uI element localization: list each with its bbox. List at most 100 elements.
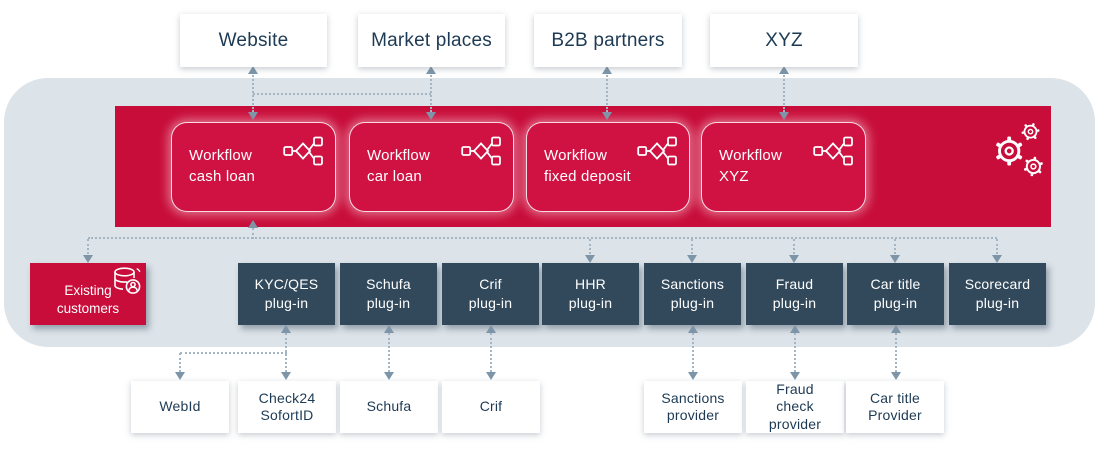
existing-customers-box: Existing customers xyxy=(30,263,146,325)
plugin-box-kyc-qes: KYC/QES plug-in xyxy=(238,263,335,325)
connector-b2b-fixeddeposit xyxy=(606,72,608,112)
provider-label: Sanctions provider xyxy=(661,389,725,423)
provider-label: Fraud check provider xyxy=(768,381,822,432)
workflow-icon xyxy=(461,136,501,166)
plugin-box-schufa: Schufa plug-in xyxy=(340,263,437,325)
arrowhead-down xyxy=(687,255,697,263)
connector-drop-fraud xyxy=(793,239,795,254)
connector-band-stub xyxy=(252,228,254,239)
connector-kyc-webid-branch xyxy=(180,352,287,354)
workflow-icon xyxy=(813,136,853,166)
plugin-label: Car title plug-in xyxy=(870,276,921,311)
connector-market-carloan xyxy=(430,72,432,112)
connector-xyz-workflowxyz xyxy=(783,72,785,112)
plugin-box-car-title: Car title plug-in xyxy=(847,263,944,325)
arrowhead-down xyxy=(779,112,789,120)
workflow-box-cash-loan: Workflow cash loan xyxy=(171,122,336,212)
provider-box-schufa: Schufa xyxy=(340,381,438,433)
provider-box-car-title-provider: Car title Provider xyxy=(846,381,944,433)
provider-box-webid: WebId xyxy=(131,381,229,433)
arrowhead-up xyxy=(891,325,901,333)
provider-box-check24-sofortid: Check24 SofortID xyxy=(238,381,336,433)
existing-customers-label: Existing customers xyxy=(56,282,120,316)
connector-drop-existing xyxy=(87,239,89,254)
arrowhead-up xyxy=(486,325,496,333)
connector-webid-drop xyxy=(179,353,181,372)
gears-icon xyxy=(984,120,1046,182)
arrowhead-down xyxy=(281,372,291,380)
channel-box-market-places: Market places xyxy=(358,14,505,67)
plugin-box-scorecard: Scorecard plug-in xyxy=(949,263,1046,325)
plugin-box-sanctions: Sanctions plug-in xyxy=(644,263,741,325)
connector-schufa xyxy=(388,333,390,372)
workflow-label: Workflow fixed deposit xyxy=(544,147,631,185)
arrowhead-down xyxy=(486,372,496,380)
connector-fraud xyxy=(794,333,796,372)
provider-box-fraud-check-provider: Fraud check provider xyxy=(746,381,844,433)
channel-box-b2b-partners: B2B partners xyxy=(534,14,682,67)
arrowhead-up xyxy=(248,66,258,74)
arrowhead-down xyxy=(602,112,612,120)
arrowhead-down xyxy=(426,112,436,120)
plugin-label: Crif plug-in xyxy=(468,276,513,311)
connector-website-market-link xyxy=(253,93,431,95)
arrowhead-down xyxy=(83,255,93,263)
arrowhead-down xyxy=(890,255,900,263)
arrowhead-up xyxy=(779,66,789,74)
workflow-box-fixed-deposit: Workflow fixed deposit xyxy=(526,122,690,212)
channel-label: Market places xyxy=(371,29,492,51)
plugin-label: Sanctions plug-in xyxy=(660,276,725,311)
provider-box-sanctions-provider: Sanctions provider xyxy=(644,381,742,433)
workflow-box-xyz: Workflow XYZ xyxy=(701,122,866,212)
workflow-label: Workflow car loan xyxy=(367,147,430,185)
plugin-box-crif: Crif plug-in xyxy=(442,263,539,325)
connector-crif xyxy=(490,333,492,372)
provider-label: Crif xyxy=(479,398,503,415)
arrowhead-down xyxy=(585,255,595,263)
arrowhead-down xyxy=(891,372,901,380)
arrowhead-up xyxy=(384,325,394,333)
channel-label: Website xyxy=(218,29,289,51)
plugin-label: HHR plug-in xyxy=(568,276,613,311)
channel-box-xyz: XYZ xyxy=(710,14,858,67)
arrowhead-up xyxy=(281,325,291,333)
arrowhead-down xyxy=(384,372,394,380)
arrowhead-down xyxy=(789,255,799,263)
provider-box-crif: Crif xyxy=(442,381,540,433)
arrowhead-down xyxy=(790,372,800,380)
connector-drop-scorecard xyxy=(996,239,998,254)
customer-database-icon xyxy=(112,266,142,296)
workflow-box-car-loan: Workflow car loan xyxy=(349,122,514,212)
plugin-label: KYC/QES plug-in xyxy=(254,276,319,311)
provider-label: Car title Provider xyxy=(868,389,922,423)
connector-website-cashloan xyxy=(252,72,254,112)
plugin-box-fraud: Fraud plug-in xyxy=(746,263,843,325)
workflow-icon xyxy=(637,136,677,166)
provider-label: Schufa xyxy=(366,398,412,415)
connector-distribution-line xyxy=(88,237,997,239)
arrowhead-down xyxy=(248,112,258,120)
connector-drop-sanctions xyxy=(691,239,693,254)
channel-label: XYZ xyxy=(765,29,803,51)
arrowhead-up xyxy=(688,325,698,333)
channel-label: B2B partners xyxy=(551,29,665,51)
arrowhead-up xyxy=(790,325,800,333)
arrowhead-up xyxy=(426,66,436,74)
plugin-label: Schufa plug-in xyxy=(366,276,411,311)
arrowhead-down xyxy=(992,255,1002,263)
plugin-label: Scorecard plug-in xyxy=(964,276,1031,311)
connector-drop-hhr xyxy=(589,239,591,254)
workflow-label: Workflow XYZ xyxy=(719,147,782,185)
arrowhead-down xyxy=(688,372,698,380)
connector-sanctions xyxy=(692,333,694,372)
channel-box-website: Website xyxy=(180,14,327,67)
connector-cartitle xyxy=(895,333,897,372)
arrowhead-up xyxy=(248,220,258,228)
arrowhead-down xyxy=(175,372,185,380)
plugin-box-hhr: HHR plug-in xyxy=(542,263,639,325)
provider-label: WebId xyxy=(159,398,201,415)
connector-drop-cartitle xyxy=(894,239,896,254)
provider-label: Check24 SofortID xyxy=(258,389,316,423)
plugin-label: Fraud plug-in xyxy=(772,276,817,311)
workflow-icon xyxy=(283,136,323,166)
